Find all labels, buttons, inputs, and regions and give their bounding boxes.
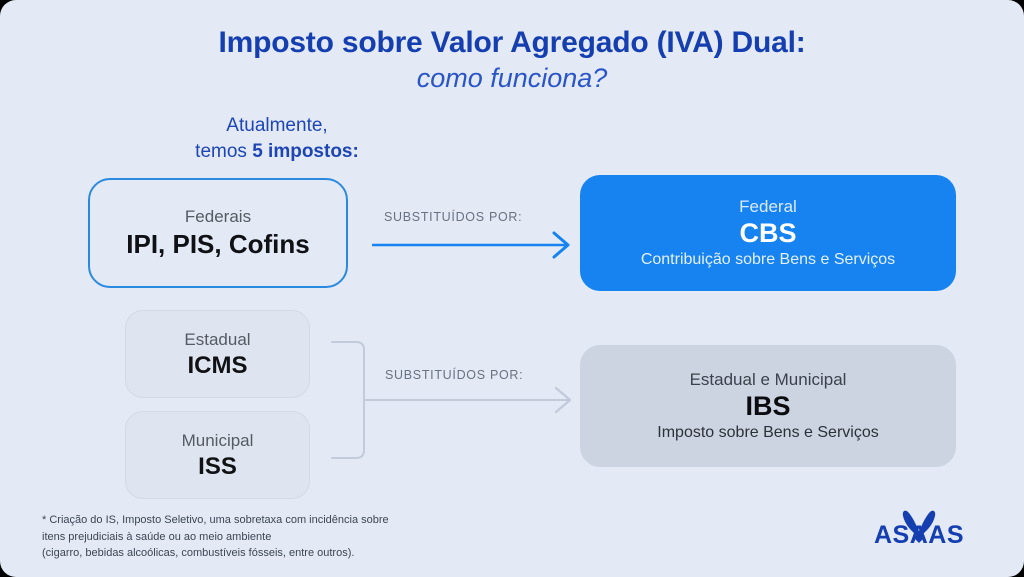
card-cbs-acronym: CBS bbox=[739, 218, 797, 249]
card-ibs-expansion: Imposto sobre Bens e Serviços bbox=[657, 424, 879, 442]
card-icms: Estadual ICMS bbox=[125, 310, 310, 398]
leadin-line-2: temos 5 impostos: bbox=[112, 139, 442, 165]
card-cbs: Federal CBS Contribuição sobre Bens e Se… bbox=[580, 175, 956, 291]
title-block: Imposto sobre Valor Agregado (IVA) Dual:… bbox=[0, 26, 1024, 94]
card-icms-acronym: ICMS bbox=[187, 351, 248, 379]
footnote-line-1: * Criação do IS, Imposto Seletivo, uma s… bbox=[42, 514, 389, 526]
arrow-right-icon bbox=[372, 231, 570, 259]
leadin-line-2-prefix: temos bbox=[195, 140, 253, 162]
card-iss-eyebrow: Municipal bbox=[181, 430, 254, 450]
card-icms-eyebrow: Estadual bbox=[184, 329, 251, 349]
footnote: * Criação do IS, Imposto Seletivo, uma s… bbox=[42, 512, 512, 562]
card-iss-acronym: ISS bbox=[198, 452, 237, 480]
card-federais-acronym: IPI, PIS, Cofins bbox=[126, 229, 310, 260]
card-cbs-expansion: Contribuição sobre Bens e Serviços bbox=[640, 251, 896, 269]
connector-federal: SUBSTITUÍDOS POR: bbox=[372, 210, 582, 262]
card-ibs-eyebrow: Estadual e Municipal bbox=[689, 369, 847, 389]
page-subtitle: como funciona? bbox=[416, 62, 608, 93]
card-ibs-acronym: IBS bbox=[745, 391, 791, 422]
connector-estadual-municipal: SUBSTITUÍDOS POR: bbox=[330, 340, 582, 470]
asaas-logo: ASAAS bbox=[860, 506, 978, 550]
leadin-text: Atualmente, temos 5 impostos: bbox=[112, 113, 442, 164]
asaas-logo-icon: ASAAS bbox=[874, 510, 964, 549]
footnote-line-2: itens prejudiciais à saúde ou ao meio am… bbox=[42, 530, 272, 543]
card-iss: Municipal ISS bbox=[125, 411, 310, 499]
page-title: Imposto sobre Valor Agregado (IVA) Dual: bbox=[218, 26, 806, 59]
butterfly-icon bbox=[902, 510, 936, 543]
card-ibs: Estadual e Municipal IBS Imposto sobre B… bbox=[580, 345, 956, 467]
connector-estadual-municipal-label: SUBSTITUÍDOS POR: bbox=[385, 368, 524, 382]
leadin-line-2-strong: 5 impostos: bbox=[252, 140, 359, 162]
leadin-line-1: Atualmente, bbox=[226, 115, 328, 136]
card-federais: Federais IPI, PIS, Cofins bbox=[88, 178, 348, 288]
svg-text:ASAAS: ASAAS bbox=[874, 521, 964, 549]
card-cbs-eyebrow: Federal bbox=[739, 196, 797, 216]
footnote-line-3: (cigarro, bebidas alcoólicas, combustíve… bbox=[42, 547, 355, 560]
bracket-arrow-right-icon bbox=[331, 341, 572, 459]
card-federais-eyebrow: Federais bbox=[184, 206, 252, 226]
connector-federal-label: SUBSTITUÍDOS POR: bbox=[384, 210, 523, 224]
